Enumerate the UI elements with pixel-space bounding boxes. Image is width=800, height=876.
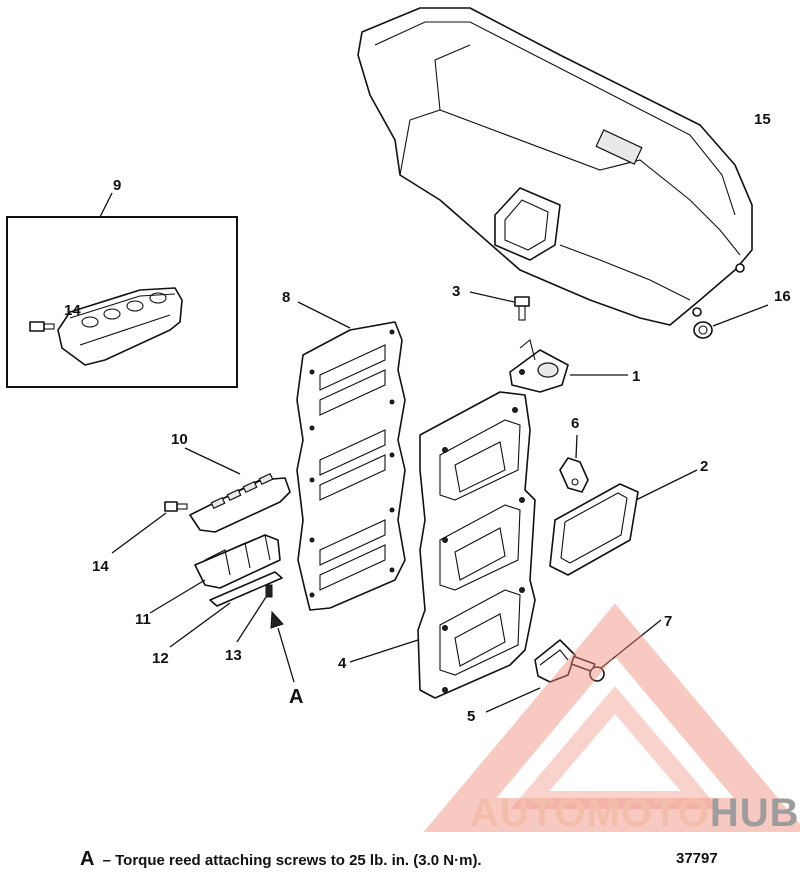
reed-petals-part-11 xyxy=(149,534,281,614)
callout-4: 4 xyxy=(338,655,347,672)
watermark-logo: AUTOMOTOHUB xyxy=(423,603,800,835)
note-label: A xyxy=(80,848,95,870)
callout-9: 9 xyxy=(113,177,121,194)
callout-5: 5 xyxy=(467,708,475,725)
clamp-part-1 xyxy=(509,339,628,393)
inset-box-part-9 xyxy=(6,192,238,388)
callout-7: 7 xyxy=(664,613,672,630)
clip-part-5 xyxy=(485,639,576,713)
callout-11: 11 xyxy=(135,611,151,628)
figure-number: 37797 xyxy=(676,850,718,867)
callout-15: 15 xyxy=(754,111,771,128)
bolt-part-7 xyxy=(570,619,662,682)
callout-2: 2 xyxy=(700,458,708,475)
callout-3: 3 xyxy=(452,283,460,300)
screw-part-3 xyxy=(469,291,530,321)
reed-stop-part-12 xyxy=(169,571,283,648)
reed-block-part-10 xyxy=(184,447,291,533)
callout-a: A xyxy=(289,686,303,708)
callout-13: 13 xyxy=(225,647,242,664)
screw-part-14 xyxy=(111,501,188,554)
callout-16: 16 xyxy=(774,288,791,305)
callout-10: 10 xyxy=(171,431,188,448)
note-text: – Torque reed attaching screws to 25 lb.… xyxy=(102,852,482,869)
torque-note: A – Torque reed attaching screws to 25 l… xyxy=(80,848,482,871)
reed-block-housing-part-4 xyxy=(349,391,536,699)
bracket-part-6 xyxy=(559,434,589,493)
watermark-text-light: AUTOMOTO xyxy=(470,791,710,835)
callout-1: 1 xyxy=(632,368,640,385)
watermark-text-dark: HUB xyxy=(710,791,800,835)
callout-14: 14 xyxy=(92,558,109,575)
callout-14-inset: 14 xyxy=(64,302,81,319)
callout-8: 8 xyxy=(282,289,290,306)
svg-text:AUTOMOTOHUB: AUTOMOTOHUB xyxy=(470,791,800,835)
screw-part-13 xyxy=(236,584,273,643)
callout-12: 12 xyxy=(152,650,169,667)
grommet-part-16 xyxy=(693,304,769,339)
reed-block-cover-part-15 xyxy=(357,7,753,326)
arrow-a-indicator xyxy=(270,610,295,683)
gasket-part-2 xyxy=(549,469,698,576)
callout-6: 6 xyxy=(571,415,579,432)
plate-gasket-part-8 xyxy=(296,301,406,611)
